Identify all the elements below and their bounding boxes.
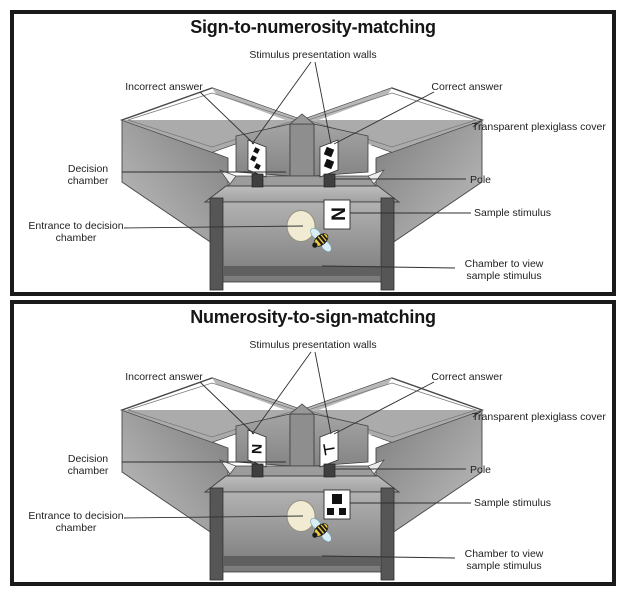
label-pole: Pole	[470, 464, 492, 476]
chamber-post-left	[209, 197, 224, 291]
correct-answer-card: ⊥	[319, 429, 339, 468]
label-correct-answer: Correct answer	[431, 371, 503, 383]
label-incorrect-answer: Incorrect answer	[125, 371, 203, 383]
incorrect-sign-glyph: N	[249, 444, 265, 455]
bee-illustration	[310, 517, 332, 543]
chamber-bottom-band	[223, 556, 381, 566]
pole-right	[323, 173, 336, 188]
pole-left	[251, 463, 264, 478]
label-entrance: Entrance to decision chamber	[28, 220, 124, 245]
panel-title: Numerosity-to-sign-matching	[190, 307, 436, 327]
label-sample-stimulus: Sample stimulus	[474, 207, 552, 219]
chamber-bottom-band	[223, 266, 381, 276]
label-decision-chamber: Decision chamber	[67, 163, 109, 188]
incorrect-answer-card	[247, 139, 267, 178]
label-stimulus-walls: Stimulus presentation walls	[249, 339, 377, 351]
correct-answer-card	[319, 139, 339, 178]
sample-stimulus-card	[323, 489, 351, 520]
leader-lines	[122, 61, 482, 269]
label-stimulus-walls: Stimulus presentation walls	[249, 49, 377, 61]
incorrect-answer-card: N	[247, 429, 267, 468]
pole-right	[323, 463, 336, 478]
label-view-chamber: Chamber to view sample stimulus	[464, 258, 544, 283]
apparatus-diagram-2: N ⊥	[119, 351, 485, 581]
label-entrance: Entrance to decision chamber	[28, 510, 124, 535]
panel-title: Sign-to-numerosity-matching	[190, 17, 436, 37]
label-sample-stimulus: Sample stimulus	[474, 497, 552, 509]
leader-lines	[122, 351, 482, 559]
decision-chamber-floor	[227, 465, 377, 477]
label-plexiglass-cover: Transparent plexiglass cover	[472, 121, 606, 133]
chamber-post-right	[380, 197, 395, 291]
chamber-post-right	[380, 487, 395, 581]
panel-numerosity-to-sign: N ⊥	[10, 300, 616, 586]
arm-outer-walls	[121, 119, 483, 255]
chamber-post-left	[209, 487, 224, 581]
apparatus-diagram-1: N	[119, 61, 485, 291]
panel-sign-to-numerosity: N	[10, 10, 616, 296]
correct-sign-glyph: ⊥	[319, 441, 339, 458]
decision-chamber-floor	[227, 175, 377, 187]
front-chamber	[203, 463, 401, 581]
bee-illustration	[310, 227, 332, 253]
pole-left	[251, 173, 264, 188]
sample-sign-glyph: N	[327, 207, 348, 221]
label-decision-chamber: Decision chamber	[67, 453, 109, 478]
label-view-chamber: Chamber to view sample stimulus	[464, 548, 544, 573]
front-chamber: N	[203, 173, 401, 291]
sample-stimulus-card: N	[323, 199, 351, 230]
label-plexiglass-cover: Transparent plexiglass cover	[472, 411, 606, 423]
label-incorrect-answer: Incorrect answer	[125, 81, 203, 93]
label-pole: Pole	[470, 174, 492, 186]
label-correct-answer: Correct answer	[431, 81, 503, 93]
